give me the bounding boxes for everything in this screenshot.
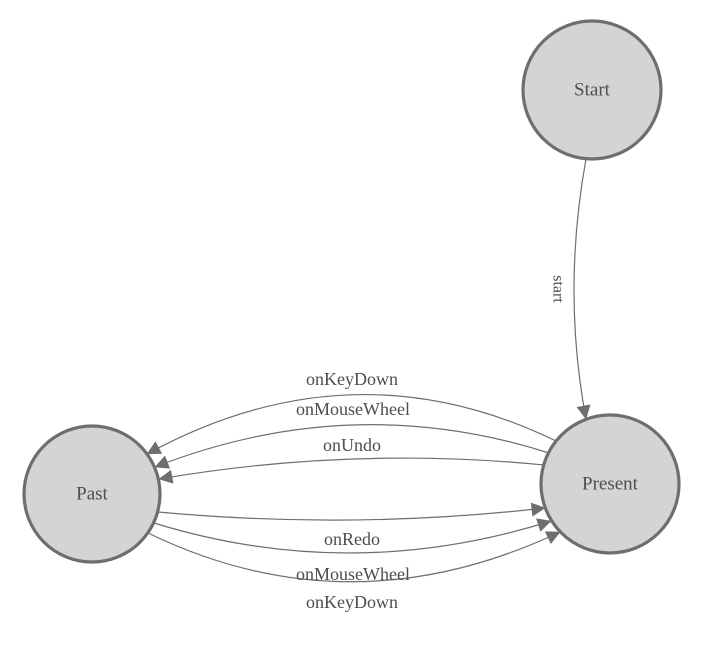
edge-present-to-past-onUndo — [158, 457, 545, 484]
edge-start-to-present — [573, 158, 591, 420]
edge-label-past-to-present-onKeyDown: onKeyDown — [306, 592, 398, 612]
edge-label-start-to-present: start — [550, 275, 567, 303]
state-node-start — [521, 19, 663, 161]
edge-label-past-to-present-onRedo: onRedo — [324, 529, 380, 549]
edge-past-to-present-onKeyDown — [147, 531, 561, 583]
state-node-label-present: Present — [582, 474, 639, 495]
state-node-label-start: Start — [574, 80, 611, 101]
state-node-present — [539, 413, 681, 555]
edge-label-present-to-past-onKeyDown: onKeyDown — [306, 369, 398, 389]
edge-label-present-to-past-onUndo: onUndo — [323, 435, 381, 455]
edge-label-present-to-past-onMouseWheel: onMouseWheel — [296, 399, 410, 419]
edge-past-to-present-onMouseWheel — [153, 518, 552, 554]
state-node-label-past: Past — [76, 484, 108, 505]
edge-present-to-past-onKeyDown — [146, 393, 557, 455]
edge-present-to-past-onMouseWheel — [154, 424, 550, 469]
edge-label-past-to-present-onMouseWheel: onMouseWheel — [296, 564, 410, 584]
edge-past-to-present-onRedo — [157, 502, 546, 521]
state-node-past — [22, 424, 162, 564]
